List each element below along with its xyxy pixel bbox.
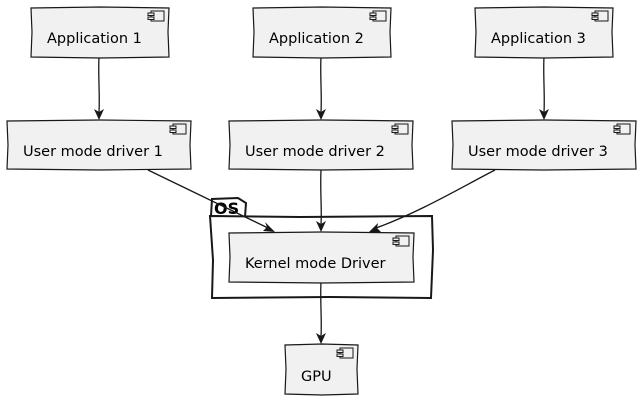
node-gpu[interactable]: GPU: [284, 343, 359, 396]
node-label: Application 2: [269, 31, 364, 47]
edge-app3-umd3-arrow: [539, 109, 549, 120]
edge-app2-umd2-arrow: [316, 109, 326, 120]
edges: [94, 56, 549, 344]
node-application-2[interactable]: Application 2: [252, 6, 392, 59]
edge-umd1-kmd-arrow: [263, 222, 275, 232]
node-kernel-mode-driver[interactable]: Kernel mode Driver: [228, 231, 415, 284]
node-label: User mode driver 3: [468, 144, 608, 160]
component-icon: [336, 347, 354, 359]
component-icon: [147, 10, 165, 22]
edge-umd3-kmd: [375, 169, 496, 229]
component-icon: [392, 235, 410, 247]
node-label: User mode driver 1: [23, 144, 163, 160]
edge-app1-umd1-arrow: [94, 109, 104, 120]
component-icon: [591, 10, 609, 22]
node-label: Kernel mode Driver: [245, 256, 386, 272]
node-label: Application 1: [47, 31, 142, 47]
node-user-mode-driver-3[interactable]: User mode driver 3: [451, 119, 637, 171]
node-user-mode-driver-1[interactable]: User mode driver 1: [6, 119, 192, 171]
edge-umd2-kmd-arrow: [316, 221, 326, 232]
component-icon: [169, 123, 187, 135]
edge-umd1-kmd: [147, 169, 269, 229]
node-label: User mode driver 2: [245, 144, 385, 160]
edge-umd2-kmd: [320, 169, 322, 225]
component-icon: [369, 10, 387, 22]
edge-app2-umd2: [320, 56, 322, 113]
node-user-mode-driver-2[interactable]: User mode driver 2: [228, 119, 414, 171]
edge-umd3-kmd-arrow: [369, 223, 381, 232]
edge-kmd-gpu-arrow: [316, 333, 326, 344]
node-application-3[interactable]: Application 3: [474, 6, 614, 59]
edge-app1-umd1: [98, 56, 100, 113]
node-label: GPU: [301, 369, 332, 385]
component-icon: [613, 123, 631, 135]
component-icon: [391, 123, 409, 135]
node-application-1[interactable]: Application 1: [30, 6, 170, 59]
node-label: Application 3: [491, 31, 586, 47]
edge-app3-umd3: [543, 56, 545, 113]
edge-kmd-gpu: [320, 281, 322, 337]
